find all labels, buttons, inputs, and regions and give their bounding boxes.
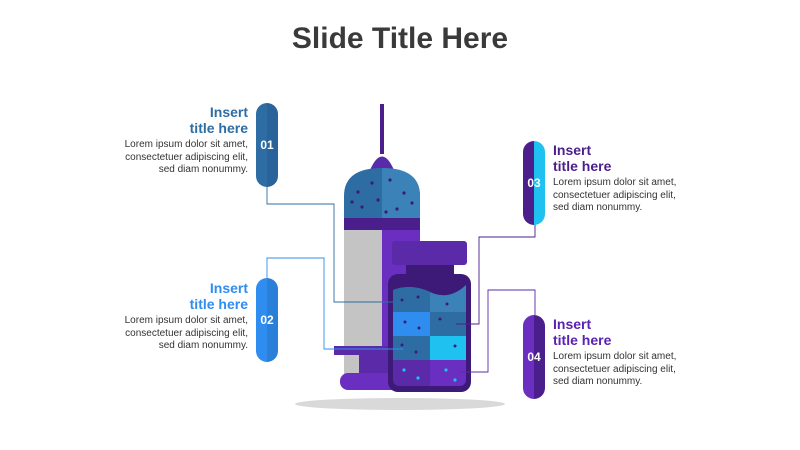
number-badge-01: 01	[256, 103, 278, 187]
number-badge-04: 04	[523, 315, 545, 399]
item-text: Lorem ipsum dolor sit amet,consectetuer …	[124, 139, 248, 175]
item-text: Lorem ipsum dolor sit amet,consectetuer …	[124, 315, 248, 351]
item-text: Lorem ipsum dolor sit amet,consectetuer …	[553, 351, 677, 387]
item-text: Lorem ipsum dolor sit amet,consectetuer …	[553, 177, 677, 213]
connector-lines	[266, 186, 536, 373]
slide-title: Slide Title Here	[291, 22, 509, 55]
vial-icon	[388, 241, 471, 392]
ground-shadow	[295, 398, 505, 410]
number-badge-03: 03	[523, 141, 545, 225]
number-badge-02: 02	[256, 278, 278, 362]
